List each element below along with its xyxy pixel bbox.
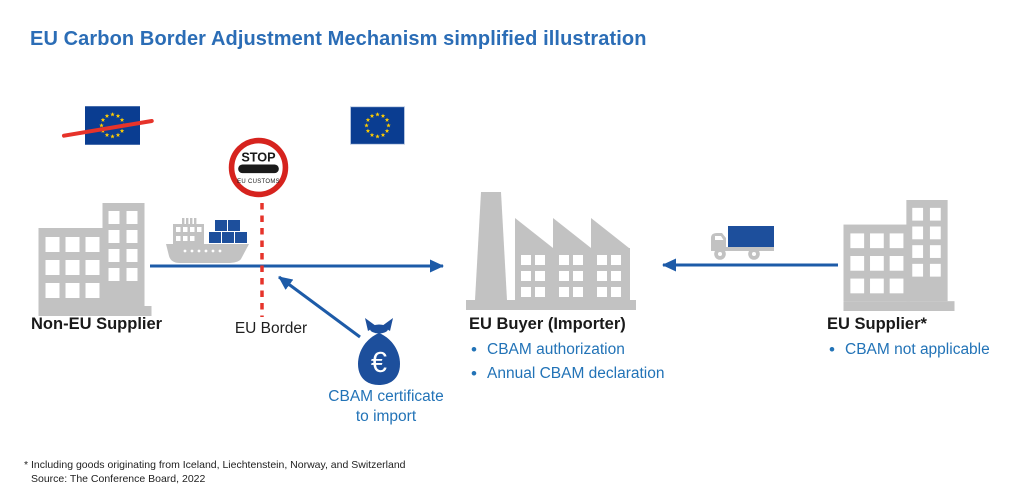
eu-flag-icon bbox=[350, 106, 405, 145]
truck-icon bbox=[711, 226, 774, 260]
bullet-annual-cbam-declaration: Annual CBAM declaration bbox=[470, 363, 665, 386]
euro-symbol: € bbox=[371, 347, 387, 379]
cbam-certificate-line1: CBAM certificate bbox=[328, 388, 444, 405]
cargo-ship-icon bbox=[166, 218, 249, 263]
eu-supplier-buildings-icon bbox=[843, 200, 955, 311]
eu-supplier-label: EU Supplier* bbox=[827, 315, 927, 333]
non-eu-supplier-buildings-icon bbox=[38, 203, 152, 316]
factory-icon bbox=[466, 192, 636, 310]
footnote: * Including goods originating from Icela… bbox=[24, 458, 406, 486]
bullet-cbam-not-applicable: CBAM not applicable bbox=[828, 339, 990, 362]
non-eu-supplier-label: Non-EU Supplier bbox=[31, 315, 163, 333]
stop-sign-text: STOP bbox=[241, 150, 276, 164]
eu-supplier-block: EU Supplier* CBAM not applicable bbox=[827, 315, 990, 364]
bullet-cbam-authorization: CBAM authorization bbox=[470, 339, 665, 362]
eu-border-label: EU Border bbox=[234, 320, 308, 337]
cbam-certificate-label: CBAM certificate to import bbox=[306, 387, 466, 428]
money-bag-icon: € bbox=[358, 318, 400, 385]
eu-buyer-label: EU Buyer (Importer) bbox=[469, 315, 626, 333]
eu-customs-text: EU CUSTOMS bbox=[237, 179, 280, 185]
cbam-certificate-line2: to import bbox=[355, 408, 417, 426]
page-title: EU Carbon Border Adjustment Mechanism si… bbox=[30, 28, 647, 50]
footnote-line1: * Including goods originating from Icela… bbox=[24, 459, 406, 471]
stop-sign-icon: STOP EU CUSTOMS bbox=[228, 137, 289, 198]
eu-buyer-bullets: CBAM authorization Annual CBAM declarati… bbox=[470, 339, 665, 386]
eu-supplier-bullets: CBAM not applicable bbox=[828, 339, 990, 362]
eu-buyer-block: EU Buyer (Importer) CBAM authorization A… bbox=[469, 315, 665, 389]
footnote-source: Source: The Conference Board, 2022 bbox=[31, 473, 206, 486]
